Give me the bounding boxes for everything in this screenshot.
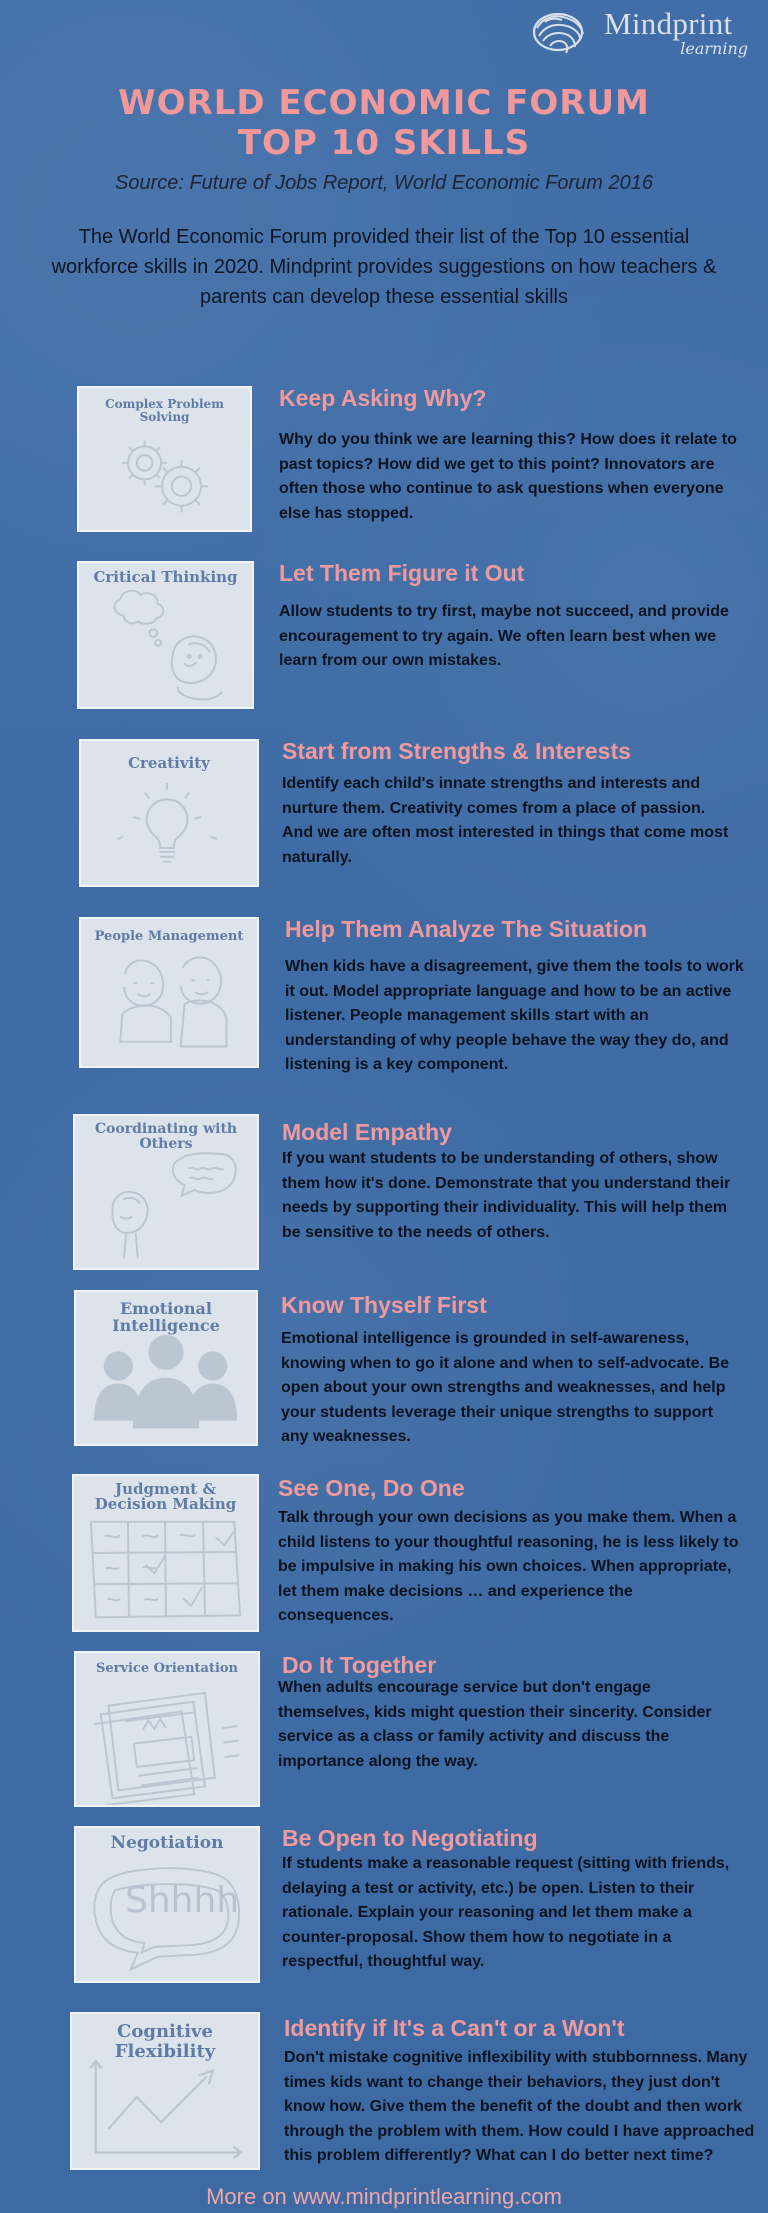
logo-sub-text: learning <box>680 39 748 58</box>
skill-card-label: Negotiation <box>110 1833 224 1853</box>
skill-card-label: Coordinating with Others <box>94 1121 238 1152</box>
skill-body: If students make a reasonable request (s… <box>282 1855 730 1970</box>
skill-heading: Identify if It's a Can't or a Won't <box>284 2015 625 2041</box>
gears-icon <box>122 440 208 513</box>
skill-body: Don't mistake cognitive inflexibility wi… <box>284 2049 755 2164</box>
skill-body: Identify each child's innate strengths a… <box>282 775 729 866</box>
source-text: Source: Future of Jobs Report, World Eco… <box>114 172 653 194</box>
skill-heading: See One, Do One <box>278 1475 465 1501</box>
skill-heading: Start from Strengths & Interests <box>282 738 631 764</box>
page-title-line-2: TOP 10 SKILLS <box>237 123 531 163</box>
checklist-grid-icon <box>89 1520 242 1619</box>
skill-card: Creativity <box>79 739 259 887</box>
skill-card: Cognitive Flexibility <box>70 2012 260 2170</box>
intro-text: The World Economic Forum provided their … <box>51 226 717 308</box>
skill-card-label: People Management <box>94 929 244 944</box>
skill-card-label: Service Orientation <box>95 1661 239 1676</box>
skill-card: Emotional Intelligence <box>74 1290 258 1446</box>
skill-heading: Do It Together <box>282 1652 437 1678</box>
skill-card: Complex Problem Solving <box>77 386 252 532</box>
skill-body: When kids have a disagreement, give them… <box>285 958 744 1073</box>
skill-body: Talk through your own decisions as you m… <box>278 1509 739 1624</box>
logo-brand-text: Mindprint <box>604 6 733 41</box>
skill-card: Service Orientation <box>74 1651 260 1807</box>
skill-card-label: Judgment & Decision Making <box>94 1480 237 1513</box>
skill-card: Critical Thinking <box>77 561 254 709</box>
brain-icon <box>532 12 584 54</box>
skill-heading: Keep Asking Why? <box>279 385 487 411</box>
skill-card: Negotiation Shhhh <box>74 1826 260 1983</box>
lightbulb-icon <box>116 782 218 863</box>
skill-card-label: Cognitive Flexibility <box>114 2021 216 2062</box>
two-people-icon <box>119 956 228 1048</box>
skill-body: Emotional intelligence is grounded in se… <box>281 1330 730 1445</box>
skill-card: People Management <box>79 917 259 1068</box>
skill-card-label: Creativity <box>128 754 210 772</box>
trend-chart-icon <box>89 2058 243 2160</box>
skill-heading: Know Thyself First <box>281 1292 487 1318</box>
skill-heading: Let Them Figure it Out <box>279 560 525 586</box>
skill-body: Why do you think we are learning this? H… <box>279 431 737 522</box>
skill-body: When adults encourage service but don't … <box>278 1679 712 1770</box>
newspaper-icon <box>93 1691 240 1805</box>
skill-heading: Be Open to Negotiating <box>282 1825 538 1851</box>
skill-body: If you want students to be understanding… <box>282 1150 731 1241</box>
group-icon <box>93 1334 238 1429</box>
skill-card-label: Critical Thinking <box>93 568 238 586</box>
shhhh-bubble-icon <box>93 1867 241 1972</box>
skill-heading: Help Them Analyze The Situation <box>285 916 648 942</box>
skill-card: Judgment & Decision Making <box>72 1474 259 1632</box>
speech-bubble-person-icon <box>111 1152 237 1259</box>
skill-body: Allow students to try first, maybe not s… <box>279 603 729 669</box>
page-title-line-1: WORLD ECONOMIC FORUM <box>118 83 650 123</box>
skill-card-label: Complex Problem Solving <box>105 397 224 424</box>
shhhh-text: Shhhh <box>125 1880 240 1921</box>
thinking-person-icon <box>113 589 224 701</box>
mindprint-logo: Mindprint learning <box>528 6 758 62</box>
skill-card: Coordinating with Others <box>73 1114 259 1270</box>
skill-heading: Model Empathy <box>282 1119 452 1145</box>
skill-card-label: Emotional Intelligence <box>112 1299 220 1335</box>
footer-link-text[interactable]: More on www.mindprintlearning.com <box>206 2184 562 2209</box>
